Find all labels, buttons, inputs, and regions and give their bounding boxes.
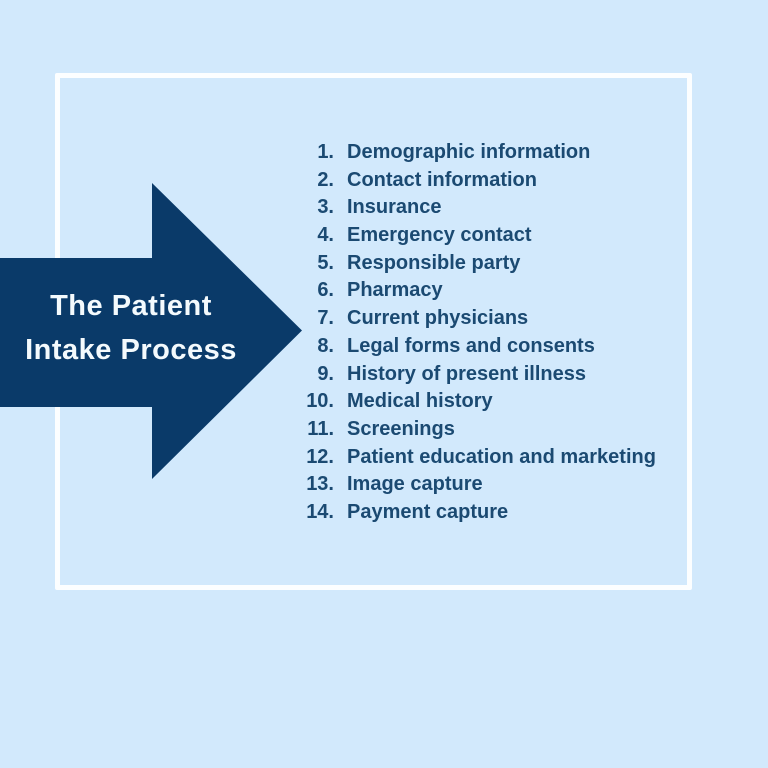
list-item: 5. Responsible party [296,250,688,278]
step-label: Image capture [347,473,483,496]
list-item: 6. Pharmacy [296,277,688,305]
list-item: 1. Demographic information [296,139,688,167]
step-number: 11. [307,417,334,440]
step-number: 1. [317,141,334,163]
step-number: 4. [317,224,334,247]
step-number: 9. [317,362,334,385]
step-label: Screenings [347,417,455,440]
list-item: 8. Legal forms and consents [296,333,688,361]
arrow-title-line1: The Patient [50,290,212,322]
list-item: 14. Payment capture [296,499,688,527]
step-number: 7. [317,307,334,330]
step-number: 8. [317,334,334,357]
logo: ! Simple Interact [0,640,768,720]
list-item: 9. History of present illness [296,361,688,389]
list-item: 11. Screenings [296,416,688,444]
step-number: 10. [306,390,334,413]
list-item: 3. Insurance [296,194,688,222]
step-label: History of present illness [347,362,586,385]
step-number: 5. [317,251,334,274]
list-item: 7. Current physicians [296,305,688,333]
step-number: 13. [306,473,334,496]
list-item: 10. Medical history [296,388,688,416]
intake-steps-list: 1. Demographic information 2. Contact in… [296,139,688,527]
list-item: 2. Contact information [296,167,688,195]
arrow-title: The Patient Intake Process [0,285,262,372]
step-label: Patient education and marketing [347,445,656,468]
step-number: 3. [317,196,334,219]
step-label: Responsible party [347,251,521,274]
step-label: Demographic information [347,141,591,163]
step-label: Emergency contact [347,224,532,247]
step-label: Legal forms and consents [347,334,595,357]
step-label: Insurance [347,196,442,219]
step-number: 2. [317,168,334,191]
step-label: Pharmacy [347,279,443,302]
step-label: Medical history [347,390,493,413]
right-arrow-icon [0,183,302,479]
list-item: 4. Emergency contact [296,222,688,250]
list-item: 12. Patient education and marketing [296,444,688,472]
step-number: 12. [306,445,334,468]
step-label: Contact information [347,168,537,191]
list-item: 13. Image capture [296,471,688,499]
step-label: Payment capture [347,500,509,523]
step-number: 6. [317,279,334,302]
step-number: 14. [306,500,334,523]
arrow-title-line2: Intake Process [25,333,237,366]
step-label: Current physicians [347,307,529,330]
